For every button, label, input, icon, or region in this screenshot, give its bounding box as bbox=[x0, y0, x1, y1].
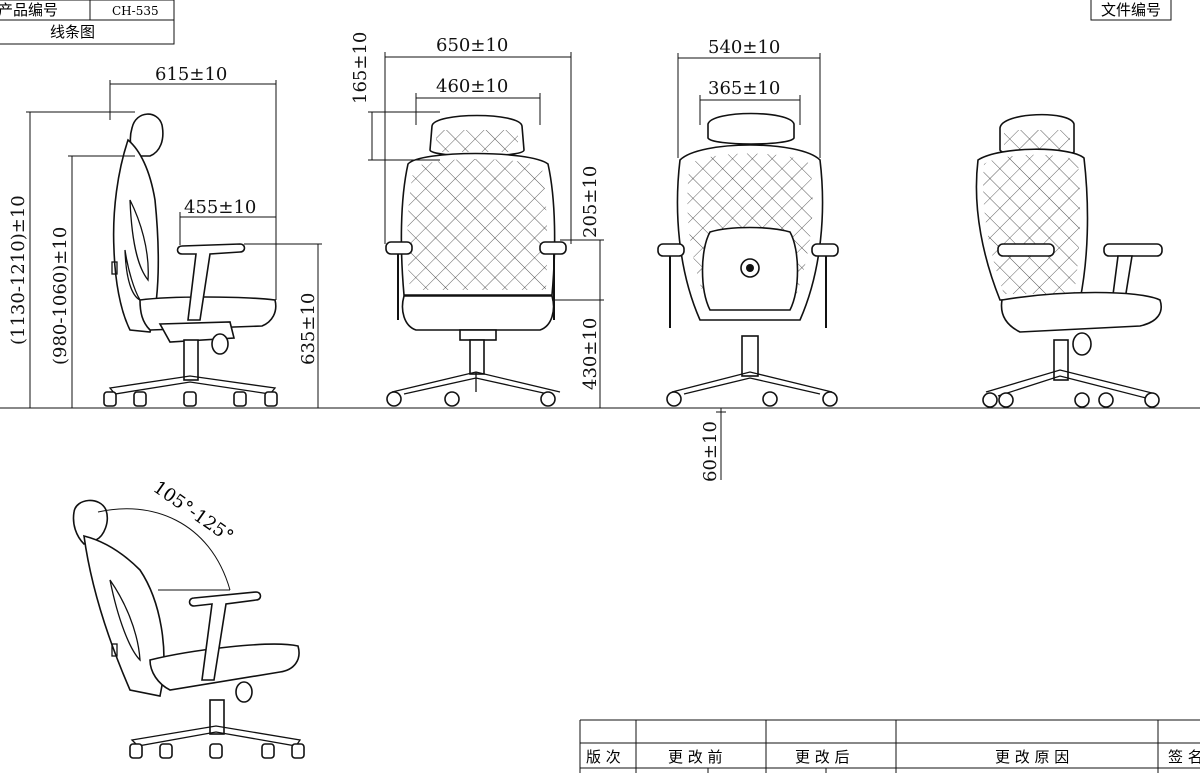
front-view-dimensions: 650±10 460±10 165±10 205±10 430±10 60±10 bbox=[350, 32, 726, 482]
rev-header-sign: 签 名 bbox=[1168, 748, 1200, 766]
dim-front-headrest-width: 460±10 bbox=[436, 76, 508, 97]
back-view-chair bbox=[657, 112, 839, 407]
side-view-chair bbox=[103, 113, 278, 407]
dim-side-seat-depth: 455±10 bbox=[184, 197, 256, 218]
angled-view-chair bbox=[975, 113, 1163, 408]
dim-gas-lift: 60±10 bbox=[700, 421, 721, 482]
drawing-type-label: 线条图 bbox=[50, 23, 95, 41]
dim-front-seat-height: 430±10 bbox=[580, 318, 601, 390]
dim-front-back-height: 205±10 bbox=[580, 166, 601, 238]
revision-table: 版 次 更 改 前 更 改 后 更 改 原 因 签 名 bbox=[579, 719, 1200, 773]
dim-back-headrest-width: 365±10 bbox=[708, 78, 780, 99]
dim-back-width: 540±10 bbox=[708, 37, 780, 58]
rev-header-after: 更 改 后 bbox=[795, 748, 850, 766]
side-view-dimensions: 615±10 455±10 (1130-1210)±10 (980-1060)±… bbox=[8, 64, 322, 408]
product-no-value: CH-535 bbox=[112, 4, 159, 18]
recline-view-chair bbox=[72, 499, 305, 759]
dim-side-back-height: (980-1060)±10 bbox=[50, 227, 71, 365]
back-view-dimensions: 540±10 365±10 bbox=[677, 37, 821, 158]
title-block: 产品编号 CH-535 线条图 bbox=[0, 0, 175, 45]
dim-recline-angle: 105°-125° bbox=[149, 477, 237, 547]
doc-no-label: 文件编号 bbox=[1101, 1, 1161, 19]
rev-header-before: 更 改 前 bbox=[668, 748, 723, 766]
doc-number-block: 文件编号 bbox=[1090, 0, 1172, 21]
dim-front-headrest-height: 165±10 bbox=[350, 32, 371, 104]
dim-side-arm-height: 635±10 bbox=[298, 293, 319, 365]
product-no-label: 产品编号 bbox=[0, 1, 58, 19]
rev-header-reason: 更 改 原 因 bbox=[995, 748, 1069, 766]
dim-side-total-height: (1130-1210)±10 bbox=[8, 195, 29, 345]
dim-side-depth: 615±10 bbox=[155, 64, 227, 85]
dim-front-width: 650±10 bbox=[436, 35, 508, 56]
front-view-chair bbox=[385, 114, 567, 407]
rev-header-version: 版 次 bbox=[586, 748, 621, 766]
